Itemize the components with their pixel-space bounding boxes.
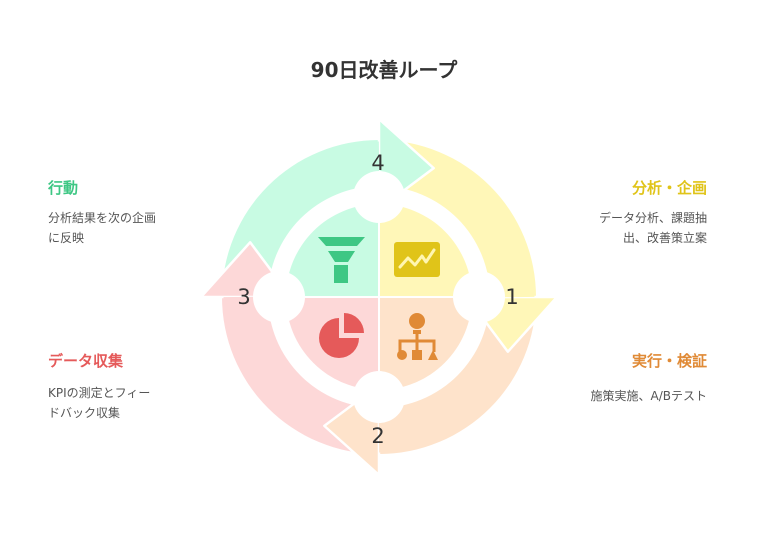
desc-line: 施策実施、A/Bテスト	[590, 389, 708, 403]
desc-line: データ分析、課題抽	[598, 211, 707, 225]
org-chart-icon	[397, 313, 438, 360]
line-chart-icon	[394, 242, 440, 277]
notch	[353, 371, 405, 423]
desc-line: 出、改善策立案	[622, 231, 707, 245]
chart-line	[398, 248, 436, 269]
triangle-shape	[428, 350, 438, 360]
step-1-label: 分析・企画	[631, 179, 707, 197]
funnel-stem	[334, 265, 348, 283]
bulb	[409, 313, 425, 329]
step-number-1: 1	[505, 285, 518, 309]
step-4-desc: 分析結果を次の企画に反映	[48, 208, 156, 248]
pie-slice	[344, 313, 364, 333]
step-2-desc: 施策実施、A/Bテスト	[591, 386, 708, 406]
step-number-2: 2	[371, 424, 384, 448]
step-2-label: 実行・検証	[631, 352, 707, 370]
funnel-top	[318, 237, 365, 246]
step-4-label: 行動	[48, 179, 79, 197]
step-3-desc: KPIの測定とフィードバック収集	[48, 383, 150, 423]
pie-slice	[319, 318, 359, 358]
desc-line: 分析結果を次の企画	[48, 211, 157, 225]
notch	[353, 171, 405, 223]
desc-line: KPIの測定とフィー	[48, 386, 151, 400]
pie-chart-icon	[319, 313, 364, 358]
desc-line: に反映	[48, 231, 85, 245]
notch	[253, 271, 305, 323]
step-number-3: 3	[237, 285, 250, 309]
step-number-4: 4	[371, 151, 384, 175]
step-1-desc: データ分析、課題抽出、改善策立案	[599, 208, 707, 248]
funnel-middle	[328, 251, 355, 262]
diagram-title: 90日改善ループ	[310, 58, 458, 82]
step-3-label: データ収集	[48, 352, 124, 370]
funnel-icon	[318, 237, 365, 283]
square-shape	[412, 350, 422, 360]
bulb-base	[413, 330, 421, 334]
connector	[398, 334, 436, 352]
chart-frame	[394, 242, 440, 277]
notch	[453, 271, 505, 323]
quadrant-2	[379, 297, 472, 390]
quadrant-4	[286, 204, 379, 297]
desc-line: ドバック収集	[48, 406, 121, 420]
circle-shape	[397, 350, 407, 360]
